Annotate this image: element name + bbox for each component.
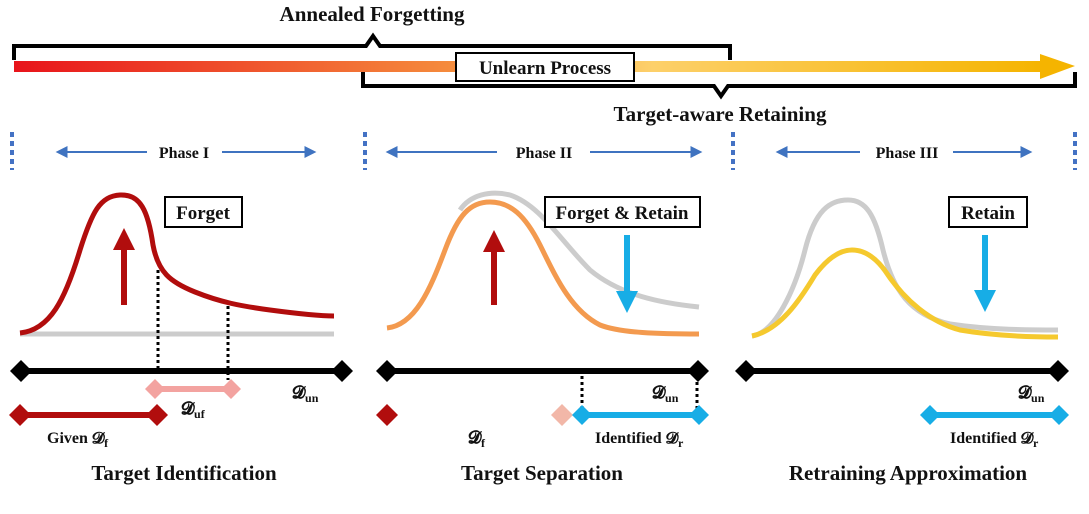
phase-3-dun-label: 𝓓un bbox=[1018, 383, 1045, 405]
phase-1-label: Phase I bbox=[159, 145, 209, 162]
phase-1-dataset-line bbox=[10, 360, 353, 382]
forget-box-label: Forget bbox=[176, 203, 230, 224]
phase-3-dun-sub: un bbox=[1031, 391, 1045, 405]
phase-3-dr-text: Identified 𝓓 bbox=[950, 430, 1035, 447]
phase-3-dr-label: Identified 𝓓r bbox=[950, 430, 1039, 450]
phase-2-df-label: 𝓓f bbox=[468, 428, 486, 450]
phase-3-label: Phase III bbox=[876, 145, 939, 162]
phase-2-dr-label: Identified 𝓓r bbox=[595, 430, 684, 450]
phase-1-dun-symbol: 𝓓 bbox=[292, 383, 307, 402]
target-aware-retaining-bracket bbox=[361, 72, 1077, 100]
phase-2-header: Phase II bbox=[385, 145, 703, 162]
phase-2-dun-label: 𝓓un bbox=[652, 383, 679, 405]
annealed-forgetting-bracket bbox=[12, 32, 732, 60]
annealed-forgetting-label: Annealed Forgetting bbox=[280, 2, 465, 26]
phase-1-uf-segment bbox=[145, 379, 241, 399]
phase-3-caption: Retraining Approximation bbox=[789, 461, 1028, 485]
retain-box-label: Retain bbox=[961, 203, 1015, 224]
phase-3-original-curve bbox=[751, 197, 1059, 339]
phase-2-caption: Target Separation bbox=[461, 461, 623, 485]
phase-1-forget-curve bbox=[19, 192, 335, 336]
phase-1-plot: Forget bbox=[19, 192, 335, 380]
process-arrowhead bbox=[1040, 54, 1075, 79]
unlearn-process-label: Unlearn Process bbox=[479, 58, 611, 79]
phase-2-unlearned-curve bbox=[386, 199, 700, 337]
phase-1-given-df-label: Given 𝓓f bbox=[47, 430, 109, 450]
phase-1-duf-symbol: 𝓓 bbox=[181, 399, 196, 418]
phase-3-dr-segment bbox=[920, 405, 1069, 425]
phase-1-duf-sub: uf bbox=[194, 407, 206, 421]
phase-3-plot: Retain bbox=[751, 196, 1059, 340]
phase-1-caption: Target Identification bbox=[91, 461, 277, 485]
phase-1-given-df-sub: f bbox=[104, 436, 109, 450]
phase-3-header: Phase III bbox=[775, 145, 1033, 162]
phase-2-df-sub: f bbox=[481, 436, 486, 450]
phase-1-dun-sub: un bbox=[305, 391, 319, 405]
phase-2-up-arrow-head bbox=[483, 230, 505, 252]
phase-1-up-arrow-head bbox=[113, 228, 135, 250]
phase-1-dun-label: 𝓓un bbox=[292, 383, 319, 405]
target-aware-retaining-label: Target-aware Retaining bbox=[614, 102, 827, 126]
phase-3-retrained-curve bbox=[751, 247, 1059, 340]
phase-2-dr-sub: r bbox=[678, 436, 684, 450]
phase-2-df-symbol: 𝓓 bbox=[468, 428, 483, 447]
phase-1-given-df-segment bbox=[9, 404, 168, 426]
phase-2-dun-symbol: 𝓓 bbox=[652, 383, 667, 402]
retain-box bbox=[948, 196, 1028, 228]
phase-2-down-arrow-head bbox=[616, 291, 638, 313]
phase-1-duf-label: 𝓓uf bbox=[181, 399, 206, 421]
unlearn-process-box bbox=[455, 52, 635, 82]
phase-3-dun-symbol: 𝓓 bbox=[1018, 383, 1033, 402]
phase-3-dataset-line bbox=[735, 360, 1069, 382]
phase-2-df-segment bbox=[376, 404, 573, 426]
forget-retain-box-label: Forget & Retain bbox=[556, 203, 689, 224]
forget-retain-box bbox=[544, 196, 701, 228]
phase-3-dr-sub: r bbox=[1033, 436, 1039, 450]
phase-2-dun-sub: un bbox=[665, 391, 679, 405]
phase-2-dataset-line bbox=[376, 360, 709, 382]
phase-2-dr-segment bbox=[572, 405, 709, 425]
phase-1-given-df-text: Given 𝓓 bbox=[47, 430, 106, 447]
forget-box bbox=[164, 196, 243, 228]
phase-2-label: Phase II bbox=[516, 145, 572, 162]
phase-2-plot: Forget & Retain bbox=[386, 190, 701, 410]
phase-1-header: Phase I bbox=[55, 145, 317, 162]
phase-2-original-curve bbox=[457, 190, 700, 310]
phase-2-dr-text: Identified 𝓓 bbox=[595, 430, 680, 447]
phase-3-down-arrow-head bbox=[974, 290, 996, 312]
